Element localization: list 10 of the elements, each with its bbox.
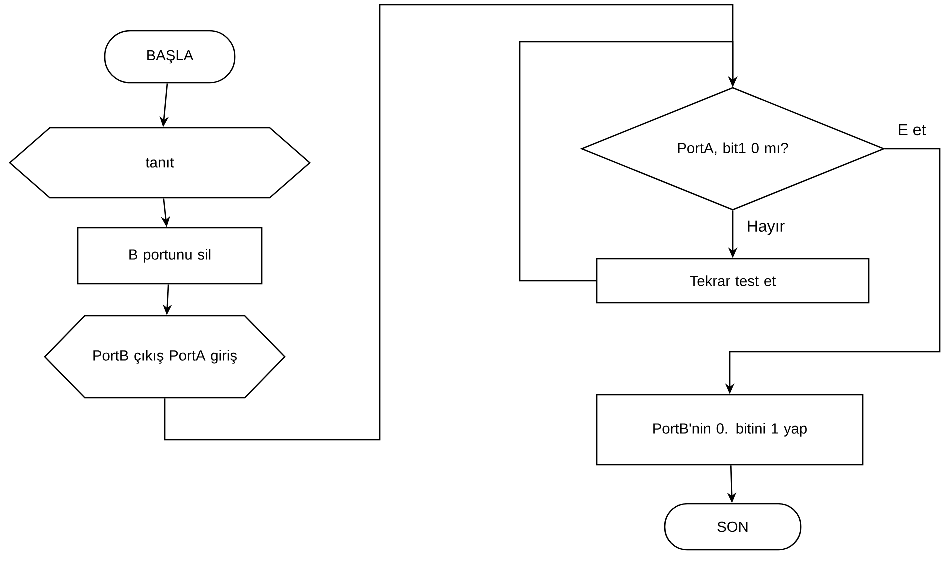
arrow xyxy=(519,41,738,282)
edge-label: Hayır xyxy=(746,220,786,236)
process-box: B portunu sil xyxy=(77,227,263,285)
preparation-hexagon: tanıt xyxy=(9,127,312,199)
process-box: Tekrar test et xyxy=(596,258,870,304)
terminal-box: BAŞLA xyxy=(104,30,236,84)
process-box: PortB'nin 0. bitini 1 yap xyxy=(596,394,864,466)
edge-label: E et xyxy=(896,123,928,137)
preparation-hexagon: PortB çıkış PortA giriş xyxy=(44,315,286,399)
terminal-box: SON xyxy=(664,503,802,551)
